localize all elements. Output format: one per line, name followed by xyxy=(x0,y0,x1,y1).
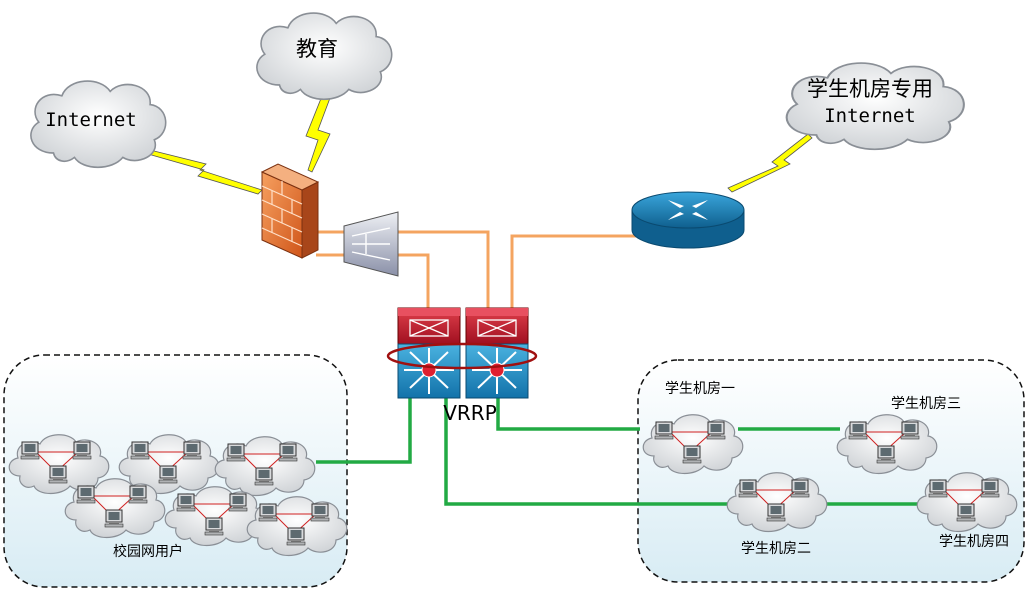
lab1-label: 学生机房一 xyxy=(665,381,735,397)
lightning-links xyxy=(147,95,813,195)
lightning-icon xyxy=(305,95,331,173)
user-cluster xyxy=(9,435,109,494)
core-switch-left xyxy=(397,307,461,399)
lab2-label: 学生机房二 xyxy=(741,541,811,557)
lab4-label: 学生机房四 xyxy=(939,534,1009,550)
student-labs-region xyxy=(637,359,1025,583)
uplinks xyxy=(316,230,636,308)
vrrp-ring xyxy=(386,342,538,370)
firewall-icon xyxy=(260,163,320,259)
student-lab-1 xyxy=(643,415,743,474)
user-cluster xyxy=(165,487,265,546)
education-label: 教育 xyxy=(296,37,338,61)
campus-users-label: 校园网用户 xyxy=(113,543,183,560)
vrrp-label: VRRP xyxy=(443,401,497,425)
lightning-icon xyxy=(147,149,263,195)
student-lab-4 xyxy=(917,473,1017,532)
lightning-icon xyxy=(727,133,813,193)
internet-left-label: Internet xyxy=(45,109,137,131)
router-icon xyxy=(631,191,745,249)
student-lab-internet-label-line2: Internet xyxy=(824,105,916,127)
user-cluster xyxy=(65,479,165,538)
user-cluster xyxy=(215,437,315,496)
student-lab-2 xyxy=(727,473,827,532)
core-switch-right xyxy=(465,307,529,399)
user-cluster xyxy=(247,497,347,556)
student-lab-internet-label-line1: 学生机房专用 xyxy=(807,77,933,101)
student-lab-3 xyxy=(837,415,937,474)
lab3-label: 学生机房三 xyxy=(891,396,961,412)
hub-icon xyxy=(343,211,399,277)
